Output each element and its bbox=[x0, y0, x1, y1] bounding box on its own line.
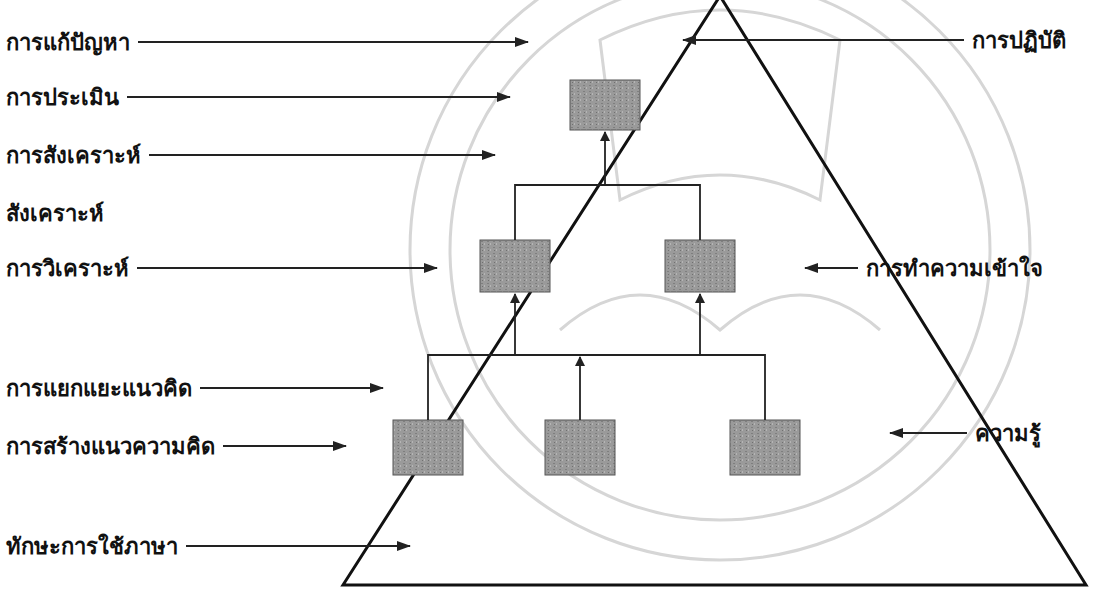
concept-label: การแยกแยะแนวคิด bbox=[6, 375, 192, 401]
concept-label: การทำความเข้าใจ bbox=[866, 255, 1043, 281]
leader-arrow bbox=[127, 96, 510, 98]
leader-arrow bbox=[805, 267, 858, 269]
concept-label: การสังเคราะห์ bbox=[6, 142, 141, 168]
leader-arrow bbox=[200, 387, 383, 389]
concept-label: สังเคราะห์ bbox=[6, 200, 104, 226]
concept-label: การสร้างแนวความคิด bbox=[6, 433, 215, 459]
concept-label: การวิเคราะห์ bbox=[6, 255, 129, 281]
concept-label: การปฏิบัติ bbox=[972, 27, 1066, 53]
leader-arrow bbox=[186, 545, 410, 547]
concept-box bbox=[393, 80, 800, 475]
concept-label: การประเมิน bbox=[6, 84, 119, 110]
tree-connector bbox=[428, 132, 765, 420]
leader-arrow bbox=[223, 445, 346, 447]
concept-label: ความรู้ bbox=[975, 420, 1041, 446]
concept-label: ทักษะการใช้ภาษา bbox=[6, 533, 178, 559]
leader-arrow bbox=[138, 41, 528, 43]
pyramid-outline bbox=[343, 0, 1086, 585]
leader-arrow bbox=[890, 432, 967, 434]
leader-arrow bbox=[137, 267, 437, 269]
leader-arrow bbox=[149, 154, 495, 156]
leader-arrow bbox=[683, 39, 964, 41]
concept-label: การแก้ปัญหา bbox=[6, 29, 130, 55]
